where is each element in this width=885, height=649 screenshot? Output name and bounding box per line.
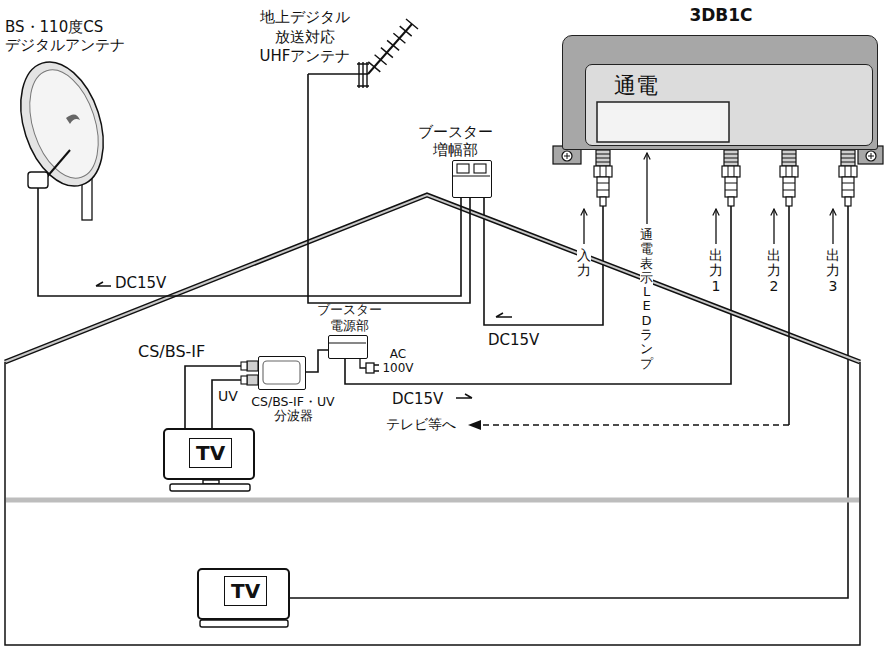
tv-label: TV xyxy=(189,438,232,468)
coax-cable xyxy=(345,150,731,384)
port-label: 入力 xyxy=(577,248,591,279)
led-label: 通電表示LEDランプ xyxy=(640,228,653,371)
device-detail xyxy=(597,102,729,142)
tv-label: TV xyxy=(224,576,267,606)
cable-label: CS/BS-IF xyxy=(138,342,205,361)
device-detail xyxy=(457,164,469,173)
device-detail xyxy=(263,361,300,384)
booster-amp-box: ブースター 増幅部 xyxy=(452,160,492,198)
led-panel: 通電 xyxy=(585,64,873,146)
destination-label: テレビ等へ xyxy=(386,416,456,433)
house-outline xyxy=(5,195,860,645)
port-label: 出力1 xyxy=(709,248,723,294)
cable-label: DC15V xyxy=(392,390,443,408)
coax-cable xyxy=(185,366,258,428)
antenna-label: BS・110度CS デジタルアンテナ xyxy=(5,18,135,54)
f-connector xyxy=(241,361,258,385)
device-name: 3DB1C xyxy=(563,5,879,25)
output-cable xyxy=(468,206,789,430)
antenna-label: 地上デジタル 放送対応 UHFアンテナ xyxy=(255,8,355,67)
f-connector xyxy=(722,150,740,206)
cable-label: DC15V xyxy=(488,331,539,349)
power-label: AC 100V xyxy=(381,347,415,376)
port-label: 出力3 xyxy=(826,248,840,294)
device-detail xyxy=(329,342,366,343)
f-connector xyxy=(839,150,857,206)
f-connector xyxy=(780,150,798,206)
f-connector xyxy=(594,150,612,206)
voltage-label: DC15V xyxy=(115,274,166,292)
booster-power-box: ブースター 電源部 xyxy=(328,335,368,359)
device-detail xyxy=(453,175,490,176)
device-detail xyxy=(329,336,367,358)
splitter-box: CS/BS-IF・UV 分波器 xyxy=(258,356,306,390)
device-name: CS/BS-IF・UV 分波器 xyxy=(245,395,341,423)
device-detail xyxy=(453,161,491,197)
current-arrow xyxy=(96,282,512,398)
cable-label: UV xyxy=(218,388,238,405)
satellite-dish xyxy=(6,51,461,296)
device-name: ブースター 増幅部 xyxy=(411,123,499,159)
tv-set: TV xyxy=(197,568,290,620)
ac-plug xyxy=(360,359,379,373)
distributor-housing: 3DB1C通電 xyxy=(562,35,878,150)
indicator-label: 通電 xyxy=(614,73,658,99)
tv-set: TV xyxy=(163,428,255,480)
device-detail xyxy=(259,357,305,389)
coax-cable xyxy=(212,380,258,428)
device-detail xyxy=(474,164,486,173)
coax-cable xyxy=(306,350,328,372)
port-label: 出力2 xyxy=(767,248,781,294)
device-name: ブースター 電源部 xyxy=(313,302,385,333)
pointer-arrow xyxy=(584,153,833,244)
